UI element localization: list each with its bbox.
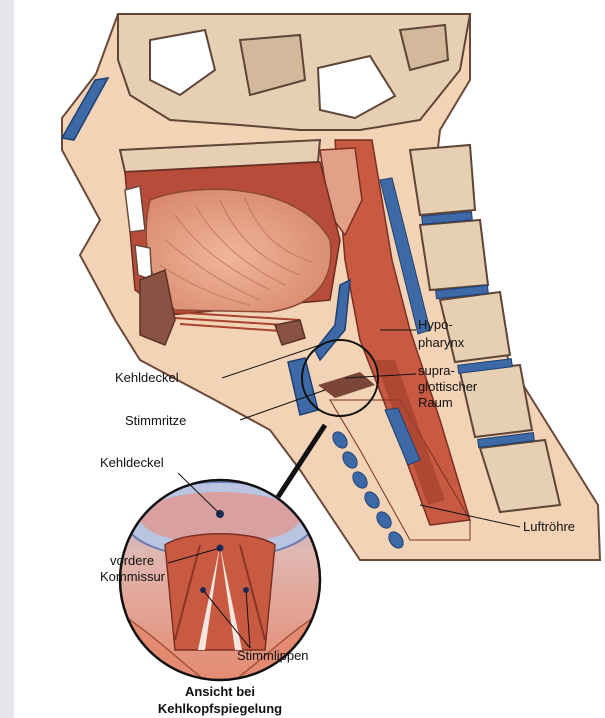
label-vordere-2: Kommissur <box>100 569 166 584</box>
label-hypopharynx-2: pharynx <box>418 335 465 350</box>
label-luftroehre: Luftröhre <box>523 519 575 534</box>
label-supra-2: glottischer <box>418 379 478 394</box>
label-stimmritze: Stimmritze <box>125 413 186 428</box>
lower-teeth <box>135 245 152 280</box>
label-vordere-1: vordere <box>110 553 154 568</box>
label-supra-3: Raum <box>418 395 453 410</box>
label-hypopharynx-1: Hypo- <box>418 317 453 332</box>
label-kehldeckel-inset: Kehldeckel <box>100 455 164 470</box>
label-kehldeckel-side: Kehldeckel <box>115 370 179 385</box>
label-supra-1: supra- <box>418 363 455 378</box>
label-stimmlippen: Stimmlippen <box>237 648 309 663</box>
caption-line-2: Kehlkopfspiegelung <box>158 701 282 716</box>
caption-line-1: Ansicht bei <box>185 684 255 699</box>
